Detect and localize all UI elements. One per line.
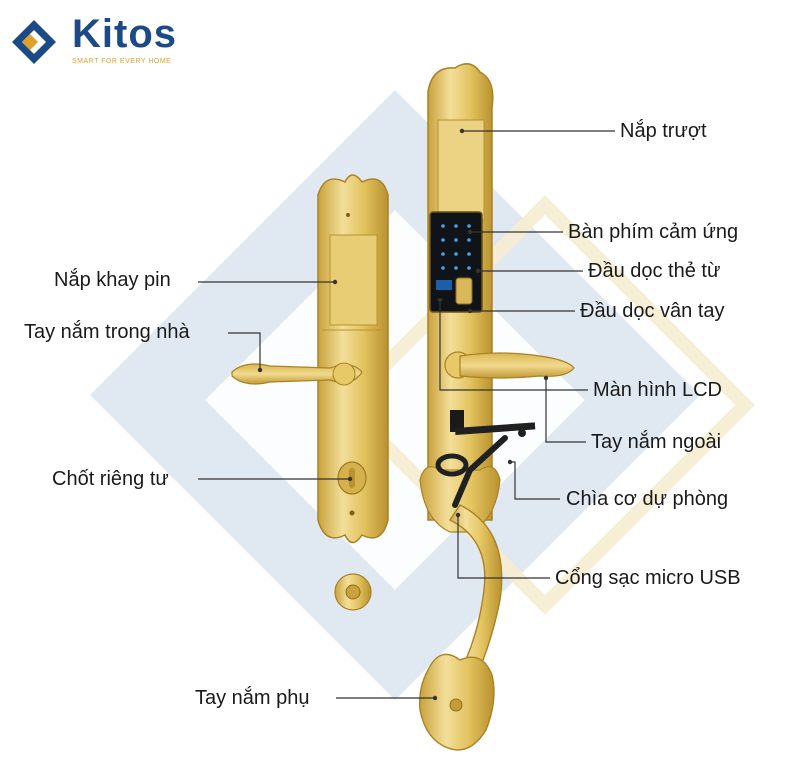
label-cong-sac-micro-usb: Cổng sạc micro USB <box>555 567 741 589</box>
leader-tay-nam-trong <box>228 332 261 370</box>
label-tay-nam-trong-nha: Tay nắm trong nhà <box>24 321 190 343</box>
brand-name: Kitos <box>72 12 177 56</box>
label-tay-nam-phu: Tay nắm phụ <box>195 687 310 709</box>
rosette <box>334 573 372 611</box>
bg-diamond-gold <box>335 195 755 615</box>
label-dau-doc-the-tu: Đầu dọc thẻ từ <box>588 260 721 282</box>
grab-handle <box>418 504 503 751</box>
interior-lever <box>231 362 363 386</box>
interior-plate <box>317 174 389 544</box>
kitos-logo-icon <box>12 20 56 64</box>
label-dau-doc-van-tay: Đầu dọc vân tay <box>580 300 725 322</box>
label-chot-rieng-tu: Chốt riêng tư <box>52 468 169 490</box>
label-chia-co-du-phong: Chìa cơ dự phòng <box>566 488 729 510</box>
label-tay-nam-ngoai: Tay nắm ngoài <box>591 431 722 453</box>
leader-lines <box>198 130 615 699</box>
leader-lcd <box>439 300 588 391</box>
exterior-lever <box>444 351 575 379</box>
label-nap-truot: Nắp trượt <box>620 120 707 142</box>
leader-tay-nam-ngoai <box>545 378 586 443</box>
label-nap-khay-pin: Nắp khay pin <box>54 269 171 291</box>
leader-chia-co <box>510 461 560 500</box>
brand-tagline: SMART FOR EVERY HOME <box>72 58 172 65</box>
mechanical-key <box>435 422 536 508</box>
leader-cong-sac <box>457 515 550 579</box>
label-man-hinh-lcd: Màn hình LCD <box>593 379 722 401</box>
exterior-plate <box>419 63 501 533</box>
label-ban-phim-cam-ung: Bàn phím cảm ứng <box>568 221 739 243</box>
